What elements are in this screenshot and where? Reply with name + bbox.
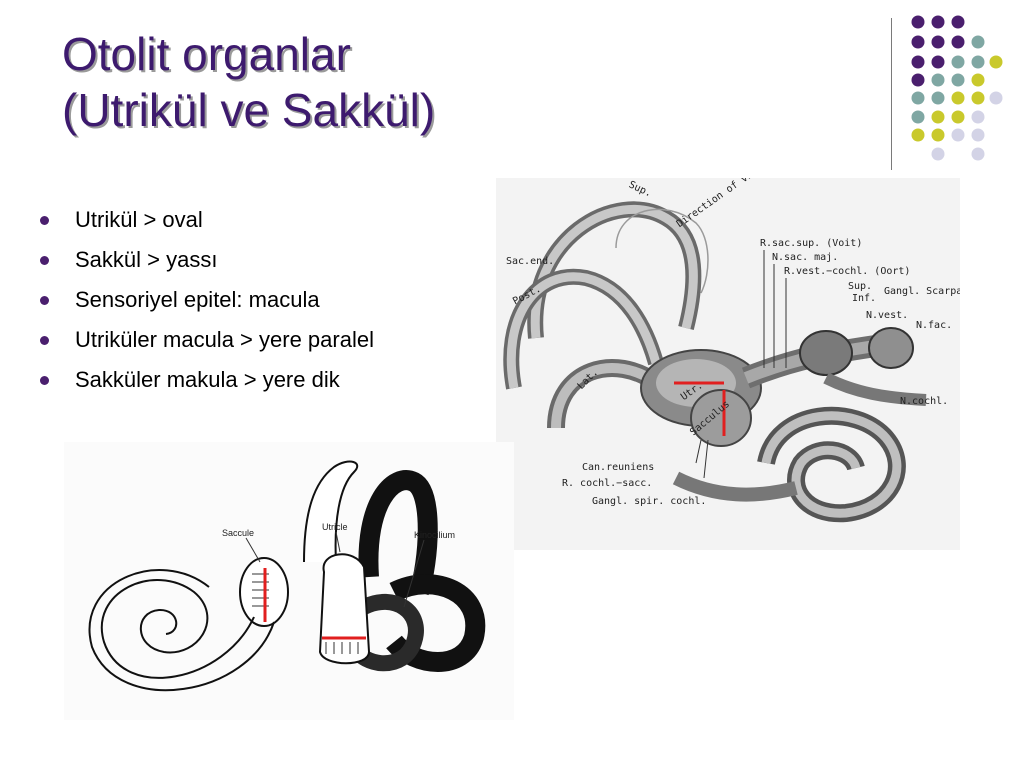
label-n-vest: N.vest. bbox=[866, 310, 909, 321]
decorative-dot bbox=[911, 55, 925, 69]
decorative-dot bbox=[911, 35, 925, 49]
decorative-dot bbox=[971, 110, 985, 124]
label-n-cochl: N.cochl. bbox=[900, 396, 949, 407]
divider-line bbox=[891, 18, 892, 170]
decorative-dot bbox=[911, 110, 925, 124]
decorative-dot bbox=[971, 55, 985, 69]
bullet-text: Sakkül > yassı bbox=[75, 247, 218, 272]
decorative-dot bbox=[971, 35, 985, 49]
decorative-dot bbox=[931, 91, 945, 105]
labyrinth-schematic-illustration: Saccule Utricle Kinocilium bbox=[64, 442, 514, 720]
bullet-item: Sensoriyel epitel: macula bbox=[40, 280, 374, 320]
bullet-item: Utriküler macula > yere paralel bbox=[40, 320, 374, 360]
bullet-text: Sakküler makula > yere dik bbox=[75, 367, 340, 392]
decorative-dot bbox=[951, 110, 965, 124]
bullet-item: Sakkül > yassı bbox=[40, 240, 374, 280]
slide-title: Otolit organlar (Utrikül ve Sakkül) bbox=[62, 26, 435, 138]
decorative-dot bbox=[989, 91, 1003, 105]
bullet-text: Utrikül > oval bbox=[75, 207, 203, 232]
bullet-item: Sakküler makula > yere dik bbox=[40, 360, 374, 400]
bullet-dot-icon bbox=[40, 215, 49, 225]
label-gangl-spir-cochl: Gangl. spir. cochl. bbox=[592, 496, 707, 507]
bullet-dot-icon bbox=[40, 335, 49, 345]
labyrinth-schematic-drawing bbox=[88, 460, 486, 692]
slide-title-line-2: (Utrikül ve Sakkül) bbox=[62, 84, 436, 136]
bullet-list: Utrikül > oval Sakkül > yassı Sensoriyel… bbox=[40, 200, 374, 400]
decorative-dot bbox=[971, 73, 985, 87]
label-saccule: Saccule bbox=[222, 528, 255, 538]
inner-ear-anatomy-drawing bbox=[503, 201, 927, 523]
decorative-dot bbox=[951, 35, 965, 49]
decorative-dot bbox=[931, 128, 945, 142]
decorative-dot bbox=[931, 147, 945, 161]
label-sac-end: Sac.end. bbox=[506, 256, 555, 267]
label-r-cochl-sacc: R. cochl.−sacc. bbox=[562, 478, 653, 489]
decorative-dot bbox=[971, 91, 985, 105]
decorative-dot bbox=[951, 128, 965, 142]
decorative-dot bbox=[911, 128, 925, 142]
bullet-text: Utriküler macula > yere paralel bbox=[75, 327, 374, 352]
decorative-dot bbox=[911, 15, 925, 29]
label-r-vest-cochl: R.vest.−cochl. (Oort) bbox=[784, 266, 911, 277]
label-gangl-scarpae: Gangl. Scarpae bbox=[884, 286, 960, 297]
label-n-fac: N.fac. bbox=[916, 320, 953, 331]
decorative-dot bbox=[951, 73, 965, 87]
decorative-dot bbox=[931, 15, 945, 29]
decorative-dot bbox=[951, 15, 965, 29]
decorative-dot bbox=[931, 35, 945, 49]
bullet-dot-icon bbox=[40, 375, 49, 385]
bullet-dot-icon bbox=[40, 295, 49, 305]
label-n-sac-maj: N.sac. maj. bbox=[772, 252, 839, 263]
label-can-reuniens: Can.reuniens bbox=[582, 462, 655, 473]
label-inf-branch: Inf. bbox=[852, 293, 877, 304]
decorative-dot bbox=[931, 110, 945, 124]
inner-ear-anatomy-illustration: Sup. Direction of view Sac.end. Post. La… bbox=[496, 178, 960, 550]
label-r-sac-sup: R.sac.sup. (Voit) bbox=[760, 238, 863, 249]
bullet-dot-icon bbox=[40, 255, 49, 265]
label-sup-branch: Sup. bbox=[848, 281, 873, 292]
label-kinocilium: Kinocilium bbox=[414, 530, 456, 540]
decorative-dot bbox=[951, 55, 965, 69]
decorative-dot bbox=[911, 91, 925, 105]
label-utricle: Utricle bbox=[322, 522, 348, 532]
decorative-dot bbox=[971, 147, 985, 161]
decorative-dot bbox=[989, 55, 1003, 69]
slide-title-line-1: Otolit organlar bbox=[62, 28, 351, 80]
bullet-item: Utrikül > oval bbox=[40, 200, 374, 240]
decorative-dot bbox=[931, 55, 945, 69]
decorative-dot bbox=[951, 91, 965, 105]
decorative-dot bbox=[911, 73, 925, 87]
decorative-dot bbox=[931, 73, 945, 87]
bullet-text: Sensoriyel epitel: macula bbox=[75, 287, 320, 312]
decorative-dot bbox=[971, 128, 985, 142]
